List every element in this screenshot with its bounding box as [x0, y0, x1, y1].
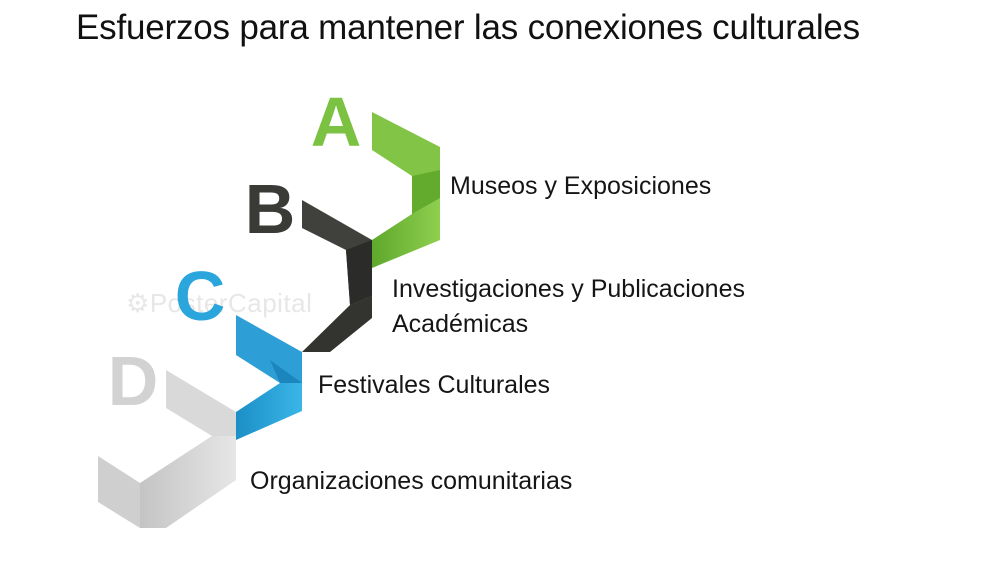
step-a-chevron	[372, 112, 440, 268]
step-c-letter: C	[175, 257, 226, 335]
step-d-chevron	[98, 370, 236, 528]
step-a-label: Museos y Exposiciones	[450, 172, 712, 200]
step-b-label: Investigaciones y Publicaciones Académic…	[392, 272, 745, 342]
step-c-label: Festivales Culturales	[318, 371, 551, 399]
step-b-chevron	[302, 200, 372, 352]
step-b-letter: B	[245, 170, 296, 248]
watermark-text: PosterCapital	[149, 288, 313, 318]
step-b-label-line-1: Investigaciones y Publicaciones	[392, 275, 745, 303]
watermark-gear-icon: ⚙	[126, 288, 150, 318]
step-d-label: Organizaciones comunitarias	[250, 467, 573, 495]
slide-title: Esfuerzos para mantener las conexiones c…	[76, 8, 860, 47]
step-a-letter: A	[311, 83, 362, 161]
watermark: ⚙PosterCapital	[126, 288, 312, 319]
step-d-letter: D	[108, 342, 159, 420]
step-c-chevron	[236, 315, 302, 440]
step-b-label-line-2: Académicas	[392, 310, 529, 338]
